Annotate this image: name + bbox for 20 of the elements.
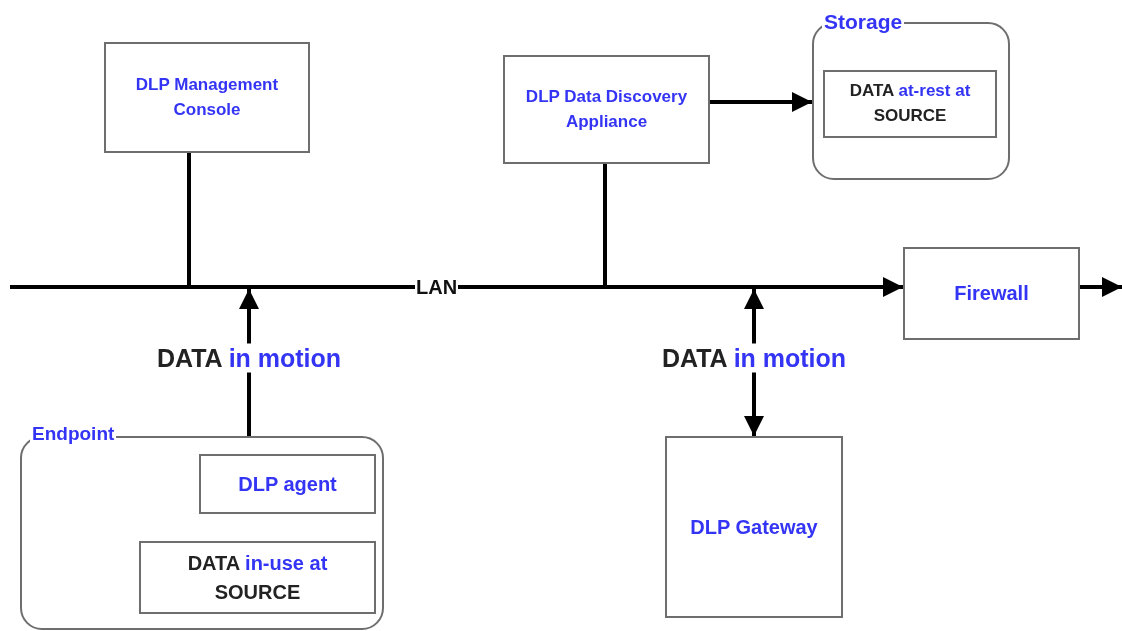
agent-box	[199, 454, 376, 514]
box-text: Firewall	[953, 281, 1030, 306]
firewall-box	[903, 247, 1080, 340]
box-text: DLP Management Console	[134, 73, 280, 121]
connector-line	[603, 164, 607, 285]
appliance-box	[503, 55, 710, 164]
box-text: DLP Gateway	[689, 514, 819, 540]
box-text: DLP agent	[237, 471, 338, 497]
data-box	[823, 70, 997, 138]
arrow	[868, 277, 903, 297]
container-heading: Endpoint	[30, 424, 117, 445]
arrow	[1080, 277, 1122, 297]
console-box	[104, 42, 310, 153]
connector-line	[187, 153, 191, 285]
arrow	[710, 92, 812, 112]
box-text: DLP Data Discovery Appliance	[524, 85, 689, 133]
gateway-box	[665, 436, 843, 618]
data-box	[139, 541, 376, 614]
box-text: DATA at-rest at SOURCE	[848, 80, 972, 127]
box-text: DATA in-use at SOURCE	[186, 550, 329, 605]
